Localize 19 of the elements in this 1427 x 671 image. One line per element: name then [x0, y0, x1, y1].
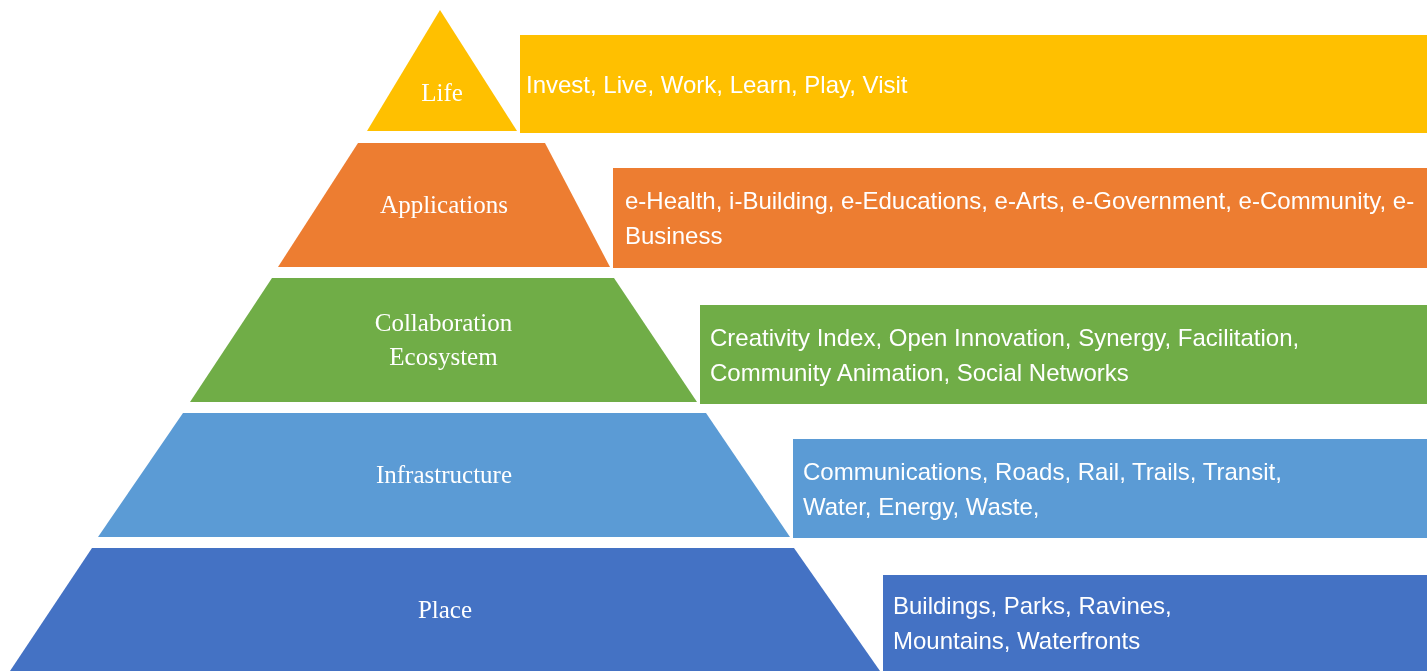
pyramid-tier — [98, 413, 790, 537]
pyramid-tier — [10, 548, 880, 671]
description-band — [700, 305, 1427, 404]
description-band — [613, 168, 1427, 268]
tier-description: Buildings, Parks, Ravines, Mountains, Waterfronts — [893, 591, 1173, 656]
tier-label: Place — [417, 594, 473, 625]
description-band — [883, 575, 1427, 671]
description-band — [520, 35, 1427, 133]
description-band — [793, 439, 1427, 538]
tier-label: Applications — [380, 190, 508, 220]
tier-description: Invest, Live, Work, Learn, Play, Visit — [526, 69, 908, 100]
tier-label: Collaboration Ecosystem — [373, 308, 514, 372]
pyramid-tier — [278, 143, 610, 267]
tier-label: Life — [421, 78, 463, 108]
tier-description: Creativity Index, Open Innovation, Synergy, Facilitation, Community Animation, Social Networks — [710, 322, 1301, 388]
pyramid-tier — [190, 278, 697, 402]
tier-description: e-Health, i-Building, e-Educations, e-Arts, e-Government, e-Community, e-Business — [625, 186, 1415, 251]
tier-label: Infrastructure — [375, 460, 512, 490]
tier-description: Communications, Roads, Rail, Trails, Transit, Water, Energy, Waste, — [803, 456, 1283, 522]
